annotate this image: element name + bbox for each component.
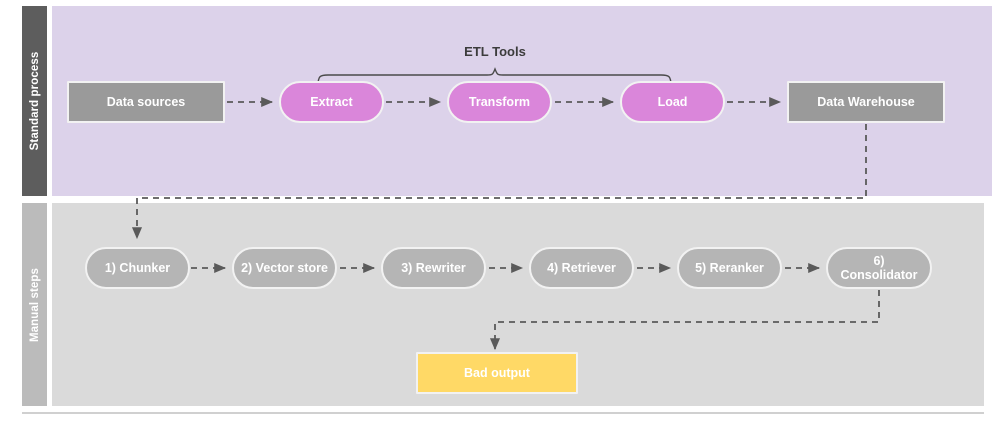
node-retriever-label: 4) Retriever [547,261,616,275]
node-transform[interactable]: Transform [447,81,552,123]
node-chunker[interactable]: 1) Chunker [85,247,190,289]
swimlane-standard-process-label: Standard process [28,51,41,151]
node-load-label: Load [657,95,688,109]
node-consolidator[interactable]: 6) Consolidator [826,247,932,289]
node-data-sources[interactable]: Data sources [67,81,225,123]
node-consolidator-label: 6) Consolidator [840,254,918,282]
node-extract[interactable]: Extract [279,81,384,123]
node-load[interactable]: Load [620,81,725,123]
bottom-divider [22,412,984,414]
node-vector-store[interactable]: 2) Vector store [232,247,337,289]
swimlane-standard-process-label-bar: Standard process [22,6,47,196]
node-bad-output[interactable]: Bad output [416,352,578,394]
node-rewriter-label: 3) Rewriter [401,261,466,275]
etl-tools-annotation-label: ETL Tools [464,44,526,59]
node-reranker-label: 5) Reranker [695,261,764,275]
node-vector-store-label: 2) Vector store [241,261,328,275]
swimlane-manual-steps-label-bar: Manual steps [22,203,47,406]
node-transform-label: Transform [468,95,531,109]
node-rewriter[interactable]: 3) Rewriter [381,247,486,289]
node-chunker-label: 1) Chunker [104,261,171,275]
node-retriever[interactable]: 4) Retriever [529,247,634,289]
node-bad-output-label: Bad output [464,366,530,380]
node-extract-label: Extract [310,95,353,109]
node-reranker[interactable]: 5) Reranker [677,247,782,289]
node-data-sources-label: Data sources [106,95,186,109]
node-data-warehouse[interactable]: Data Warehouse [787,81,945,123]
swimlane-manual-steps-label: Manual steps [28,267,41,342]
node-data-warehouse-label: Data Warehouse [817,95,915,109]
